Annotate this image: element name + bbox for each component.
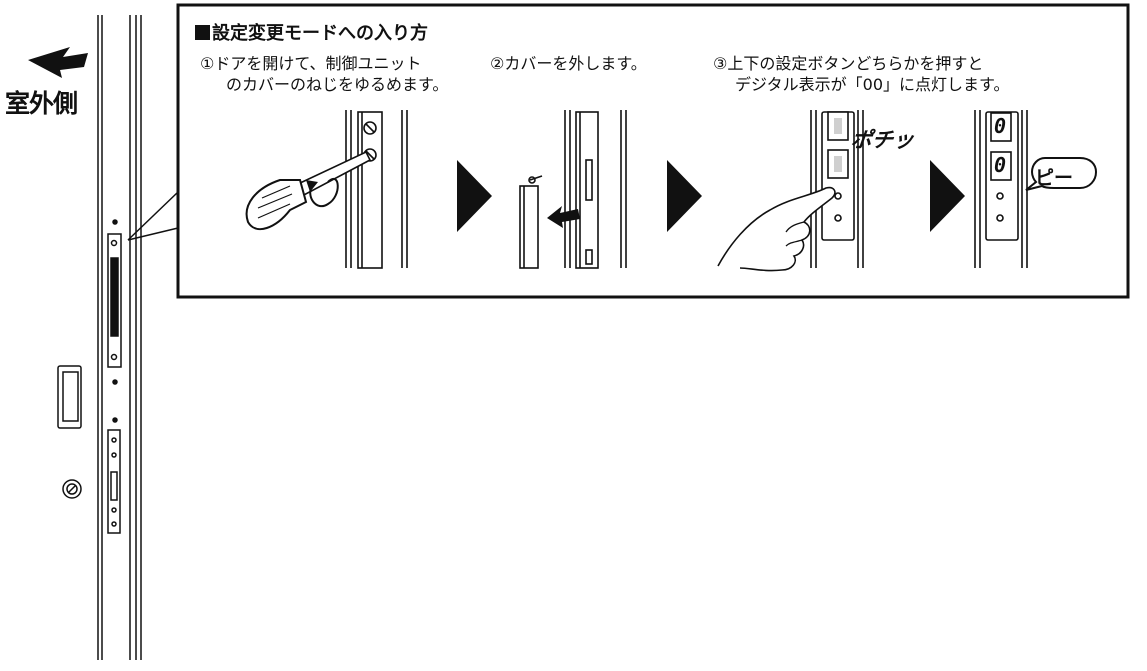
step1-line1: ①ドアを開けて、制御ユニット <box>200 54 422 73</box>
step3-press-illustration <box>717 110 864 272</box>
beep-sound-label: ピー <box>1035 167 1074 189</box>
door-edge <box>97 15 142 660</box>
step1-text: ①ドアを開けて、制御ユニット のカバーのねじをゆるめます。 <box>200 53 448 95</box>
diagram-title: 設定変更モードへの入り方 <box>195 19 428 45</box>
callout-box <box>176 3 1130 299</box>
step1-line2: のカバーのねじをゆるめます。 <box>226 75 449 94</box>
digit-lower: 0 <box>994 153 1007 177</box>
speech-bubble <box>1025 157 1098 191</box>
next-arrow-icon <box>667 160 702 232</box>
finger-icon <box>717 186 836 272</box>
pull-arrow-icon <box>547 206 580 228</box>
title-square-icon <box>195 25 210 40</box>
next-arrow-icon <box>930 160 965 232</box>
step3-text: ③上下の設定ボタンどちらかを押すと デジタル表示が「00」に点灯します。 <box>713 53 1009 95</box>
step2-illustration <box>519 110 627 269</box>
press-sound-label: ポチッ <box>849 128 916 152</box>
key-cylinder <box>62 479 82 499</box>
unlit-digit-display <box>834 118 842 172</box>
rotate-arrow-icon <box>306 178 339 207</box>
outside-side-label: 室外側 <box>5 89 78 118</box>
digit-upper: 0 <box>994 114 1007 138</box>
door-handle-plate <box>57 365 82 429</box>
step1-illustration <box>245 110 408 269</box>
control-unit <box>107 219 122 385</box>
callout-leader <box>127 191 179 241</box>
step3-lit-illustration <box>974 110 1098 268</box>
step3-line2: デジタル表示が「00」に点灯します。 <box>735 75 1010 94</box>
outside-arrow-icon <box>28 47 88 78</box>
cover-plate <box>519 175 543 269</box>
step3-line1: ③上下の設定ボタンどちらかを押すと <box>713 54 984 73</box>
next-arrow-icon <box>457 160 492 232</box>
lock-body <box>107 417 121 534</box>
step2-line1: ②カバーを外します。 <box>490 54 647 73</box>
screwdriver-icon <box>245 150 372 231</box>
step2-text: ②カバーを外します。 <box>490 53 647 74</box>
screw-icon <box>363 121 377 135</box>
title-text: 設定変更モードへの入り方 <box>212 23 428 44</box>
